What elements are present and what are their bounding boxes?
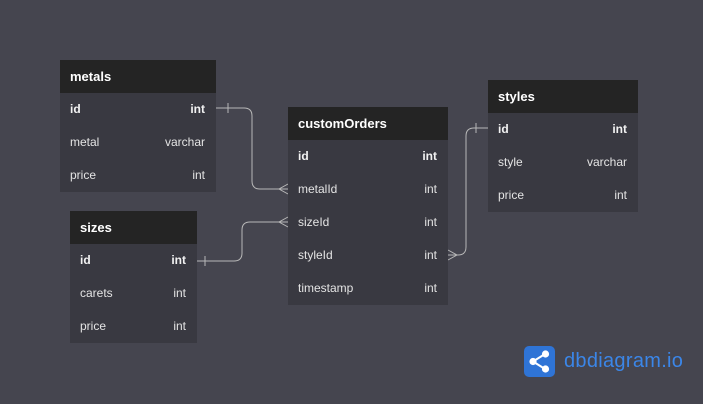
column-type: int: [424, 281, 437, 295]
column-type: int: [192, 168, 205, 182]
column-name: id: [70, 102, 81, 116]
table-header[interactable]: customOrders: [288, 107, 448, 140]
column-name: price: [498, 188, 525, 202]
column-row[interactable]: carets int: [70, 277, 197, 310]
rel-styles-customorders: [448, 127, 488, 256]
column-row[interactable]: metal varchar: [60, 126, 216, 159]
column-row[interactable]: styleId int: [288, 239, 448, 272]
column-row[interactable]: price int: [488, 179, 638, 212]
column-name: metalId: [298, 182, 338, 196]
column-row[interactable]: price int: [70, 310, 197, 343]
column-row[interactable]: sizeId int: [288, 206, 448, 239]
rel-sizes-customorders: [197, 221, 288, 262]
column-type: int: [422, 149, 437, 163]
column-name: price: [80, 319, 107, 333]
column-type: int: [173, 319, 186, 333]
table-header[interactable]: styles: [488, 80, 638, 113]
column-name: id: [298, 149, 309, 163]
column-type: int: [614, 188, 627, 202]
column-type: varchar: [586, 155, 627, 169]
column-type: int: [173, 286, 186, 300]
column-type: int: [190, 102, 205, 116]
column-row[interactable]: metalId int: [288, 173, 448, 206]
column-row[interactable]: id int: [288, 140, 448, 173]
table-styles[interactable]: styles id int style varchar price int: [488, 80, 638, 212]
rel-metals-customorders: [216, 107, 288, 190]
column-row[interactable]: style varchar: [488, 146, 638, 179]
column-row[interactable]: id int: [488, 113, 638, 146]
column-name: style: [498, 155, 523, 169]
column-row[interactable]: id int: [70, 244, 197, 277]
column-row[interactable]: timestamp int: [288, 272, 448, 305]
table-header[interactable]: sizes: [70, 211, 197, 244]
table-customorders[interactable]: customOrders id int metalId int sizeId i…: [288, 107, 448, 305]
table-header[interactable]: metals: [60, 60, 216, 93]
column-type: varchar: [164, 135, 205, 149]
column-name: timestamp: [298, 281, 354, 295]
column-name: metal: [70, 135, 100, 149]
column-type: int: [424, 182, 437, 196]
table-metals[interactable]: metals id int metal varchar price int: [60, 60, 216, 192]
table-sizes[interactable]: sizes id int carets int price int: [70, 211, 197, 343]
column-row[interactable]: price int: [60, 159, 216, 192]
column-name: id: [498, 122, 509, 136]
column-row[interactable]: id int: [60, 93, 216, 126]
logo-text: dbdiagram.io: [564, 350, 684, 372]
share-nodes-icon: [524, 346, 555, 377]
column-type: int: [171, 253, 186, 267]
column-name: carets: [80, 286, 113, 300]
column-type: int: [612, 122, 627, 136]
column-name: price: [70, 168, 97, 182]
column-name: styleId: [298, 248, 333, 262]
column-type: int: [424, 248, 437, 262]
column-name: id: [80, 253, 91, 267]
column-name: sizeId: [298, 215, 330, 229]
column-type: int: [424, 215, 437, 229]
